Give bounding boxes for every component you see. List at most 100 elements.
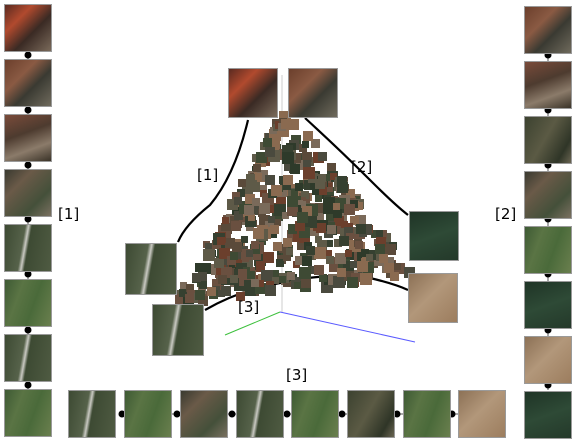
- cloud-point: [317, 213, 324, 220]
- cloud-point: [251, 241, 259, 249]
- cloud-point: [205, 243, 213, 251]
- left-thumb-1: [4, 4, 52, 52]
- cloud-point: [356, 224, 366, 234]
- cloud-point: [366, 254, 373, 261]
- cloud-point: [274, 219, 281, 226]
- cloud-point: [244, 205, 254, 215]
- cloud-point: [329, 263, 338, 272]
- bottom-thumb-8: [458, 390, 506, 438]
- cloud-point: [355, 215, 366, 226]
- cloud-point: [221, 223, 232, 234]
- cloud-point: [298, 155, 305, 162]
- bottom-group-label: [3]: [286, 366, 308, 384]
- cloud-point: [301, 278, 311, 288]
- cloud-point: [339, 236, 349, 246]
- cloud-point: [230, 252, 238, 260]
- cloud-point: [276, 196, 286, 206]
- left-thumb-7: [4, 334, 52, 382]
- left-thumb-6: [4, 279, 52, 327]
- bottom-thumb-3: [180, 390, 228, 438]
- cloud-point: [176, 296, 185, 305]
- cloud-point: [302, 206, 312, 216]
- cloud-point: [350, 216, 359, 225]
- cloud-point: [318, 152, 327, 161]
- cloud-point: [268, 216, 275, 223]
- cloud-point: [318, 174, 326, 182]
- cloud-point: [345, 250, 352, 257]
- cloud-point: [325, 197, 335, 207]
- cloud-point: [344, 271, 354, 281]
- cloud-point: [295, 256, 304, 265]
- cloud-point: [315, 179, 325, 189]
- right-thumb-3: [524, 116, 572, 164]
- cloud-point: [227, 199, 238, 210]
- curve-2-label: [2]: [351, 158, 373, 176]
- right-thumb-5: [524, 226, 572, 274]
- cloud-point: [334, 216, 344, 226]
- cloud-point: [282, 152, 294, 164]
- cloud-point: [308, 252, 316, 260]
- left-thumb-8: [4, 389, 52, 437]
- cloud-point: [259, 203, 270, 214]
- cloud-point: [343, 261, 354, 272]
- cloud-point: [195, 263, 204, 272]
- cloud-thumb-bottom-right: [408, 273, 458, 323]
- cloud-point: [319, 274, 327, 282]
- cloud-point: [244, 280, 254, 290]
- cloud-point: [253, 164, 261, 172]
- cloud-point: [371, 230, 379, 238]
- cloud-point: [246, 174, 255, 183]
- cloud-point: [253, 228, 264, 239]
- cloud-point: [385, 244, 396, 255]
- cloud-point: [234, 211, 243, 220]
- cloud-point: [256, 152, 267, 163]
- right-thumb-6: [524, 281, 572, 329]
- curve-1: [176, 119, 250, 243]
- cloud-point: [299, 144, 307, 152]
- bottom-thumb-6: [347, 390, 395, 438]
- cloud-point: [246, 223, 254, 231]
- cloud-point: [200, 263, 211, 274]
- cloud-point: [296, 200, 303, 207]
- cloud-point: [242, 257, 253, 268]
- cloud-point: [238, 269, 247, 278]
- cloud-thumb-bottom-left: [152, 304, 204, 356]
- cloud-point: [213, 286, 220, 293]
- cloud-point: [317, 240, 327, 250]
- cloud-point: [323, 174, 330, 181]
- cloud-point: [212, 279, 223, 290]
- cloud-point: [270, 225, 279, 234]
- cloud-point: [219, 248, 230, 259]
- cloud-point: [326, 240, 333, 247]
- cloud-point: [265, 147, 275, 157]
- cloud-point: [335, 198, 346, 209]
- cloud-point: [337, 176, 347, 186]
- cloud-point: [390, 272, 399, 281]
- cloud-point: [344, 227, 353, 236]
- cloud-point: [295, 221, 305, 231]
- cloud-point: [252, 198, 260, 206]
- cloud-point: [269, 270, 279, 280]
- cloud-point: [379, 254, 388, 263]
- cloud-point: [282, 145, 293, 156]
- cloud-point: [327, 225, 336, 234]
- cloud-point: [333, 203, 340, 210]
- cloud-point: [274, 215, 281, 222]
- cloud-point: [297, 240, 307, 250]
- cloud-point: [337, 182, 348, 193]
- cloud-point: [404, 267, 415, 278]
- cloud-point: [287, 272, 295, 280]
- cloud-point: [272, 277, 279, 284]
- cloud-point: [207, 287, 216, 296]
- cloud-point: [261, 270, 273, 282]
- cloud-point: [195, 290, 205, 300]
- cloud-point: [333, 276, 345, 288]
- cloud-point: [316, 223, 326, 233]
- cloud-point: [250, 244, 260, 254]
- cloud-point: [344, 204, 355, 215]
- cloud-point: [198, 272, 207, 281]
- cloud-point: [247, 271, 255, 279]
- cloud-point: [215, 287, 225, 297]
- cloud-point: [245, 194, 255, 204]
- left-thumb-2: [4, 59, 52, 107]
